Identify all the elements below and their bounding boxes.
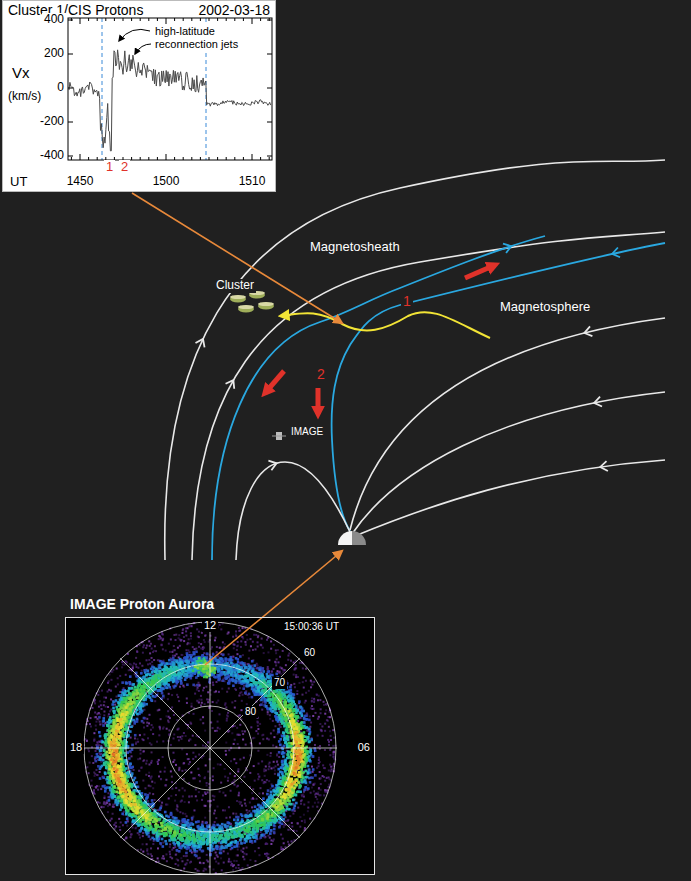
spacecraft <box>230 295 246 299</box>
spacecraft <box>258 302 274 306</box>
field-direction-arrows <box>195 241 620 472</box>
spacecraft <box>238 305 254 309</box>
closed-field-line <box>236 462 350 560</box>
reconnected-field-line <box>212 236 545 560</box>
magnetosphere-field-line <box>350 318 665 530</box>
earth-dayside <box>338 531 352 545</box>
sheath-field-line <box>165 160 665 560</box>
magnetosphere-field-line <box>352 392 665 534</box>
flow-arrow <box>265 371 284 393</box>
field-lines <box>165 160 665 560</box>
sheath-field-line <box>192 232 665 560</box>
flow-arrow <box>465 265 495 278</box>
image-spacecraft <box>272 432 286 440</box>
magnetosphere-field-line <box>355 460 665 536</box>
cluster-spacecraft <box>230 291 274 313</box>
